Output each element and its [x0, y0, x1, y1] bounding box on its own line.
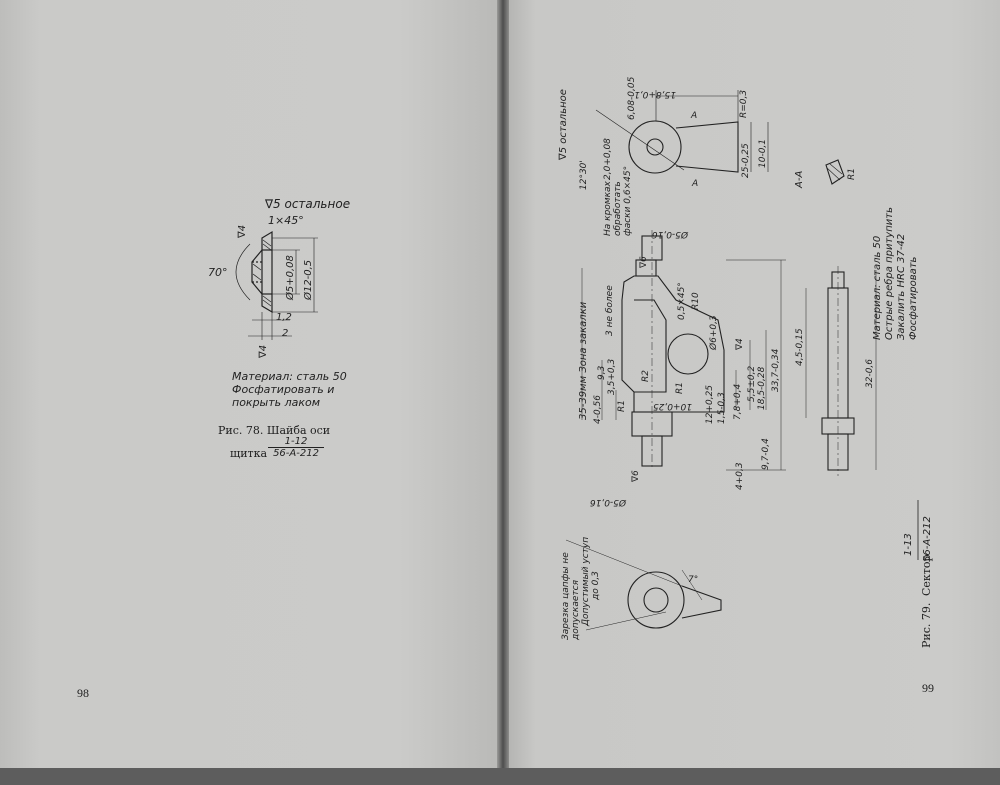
main-dim-8: 3,5+0,3 — [607, 359, 617, 395]
section-radius: R1 — [847, 168, 857, 180]
lever-dim-1: 6,08-0,05 — [627, 76, 637, 120]
main-dim-19: 10+0,25 — [653, 401, 692, 411]
main-dim-14: 5,5±0,2 — [747, 366, 757, 402]
page-number-left: 98 — [77, 686, 89, 700]
main-dim-11: R1 — [675, 382, 685, 394]
lever-dim-5: 2,0+0,08 — [603, 138, 613, 180]
section-label: А-А — [794, 171, 805, 189]
main-dim-13: 7,8+0,4 — [733, 384, 743, 420]
edge-note-1: обработать — [613, 181, 623, 236]
right-page: ∇5 остальное 15,8+0,1 6,08-0,05 R=0,3 25… — [506, 0, 1000, 770]
bottom-note-3: до 0,3 — [591, 571, 601, 601]
detail-circle — [627, 571, 685, 629]
book-gutter — [497, 0, 509, 775]
sector-body — [621, 230, 725, 470]
main-dim-6: 4-0,56 — [593, 395, 603, 424]
main-dim-3: R10 — [691, 292, 701, 310]
dim-1: 1,2 — [276, 312, 292, 323]
sector-drawing: ∇5 остальное 15,8+0,1 6,08-0,05 R=0,3 25… — [558, 76, 933, 648]
main-dim-12: Ø6+0,3 — [708, 315, 719, 351]
edge-note-2: фаски 0,6×45° — [623, 166, 633, 236]
section-shape — [825, 159, 845, 185]
figure-caption-79-label: Рис. 79. — [920, 603, 933, 648]
section-mark-top: А — [690, 111, 697, 121]
main-dim-4: 3 не более — [605, 285, 615, 336]
bottom-note-0: Зарезка цапфы не — [561, 552, 571, 640]
material-note-right-0: Материал: сталь 50 — [872, 236, 883, 340]
main-dim-7: 9,3 — [597, 365, 607, 380]
main-dim-18: 4+0,3 — [735, 462, 745, 490]
bottom-angle: 7° — [688, 575, 698, 585]
main-dim-16: 33,7-0,34 — [771, 348, 781, 392]
surface-note: ∇5 остальное — [264, 197, 350, 211]
main-dim-20: 12+0,25 — [705, 385, 715, 424]
angle-dim: 70° — [208, 266, 228, 279]
bottom-note-1: допускается — [571, 579, 581, 641]
lever-dim-4: 10-0,1 — [758, 139, 768, 168]
material-note-right-2: Закалить HRC 37-42 — [896, 234, 907, 340]
finish-mark: ∇4 — [237, 225, 248, 239]
inner-diameter: Ø5+0,08 — [284, 255, 296, 301]
main-dim-5: 35-39мм Зона закалки — [578, 301, 589, 420]
material-note-right-1: Острые ребра притупить — [883, 207, 895, 340]
figure-label: Рис. 78. — [218, 424, 264, 437]
left-page: ∇5 остальное 1×45° ∇4 — [0, 0, 500, 770]
washer-drawing: ∇5 остальное 1×45° ∇4 — [208, 197, 350, 359]
main-dim-22: ∇4 — [735, 338, 745, 351]
page-number-right: 99 — [922, 681, 934, 695]
main-dim-21: 1,5-0,3 — [717, 392, 727, 424]
figure-79-frac-top: 1-13 — [903, 533, 914, 556]
main-dim-23: ∇6 — [631, 470, 641, 483]
chamfer-dim: 1×45° — [268, 214, 304, 227]
figure-caption-79-title: Сектор — [920, 554, 933, 596]
main-dim-15: 18,5-0,28 — [757, 366, 767, 410]
main-dim-0: Ø5-0,16 — [652, 229, 689, 240]
figure-caption-78: Рис. 78. Шайба оси — [218, 424, 368, 437]
pin-dim-0: 4,5-0,15 — [795, 328, 805, 366]
figure-79-frac-bottom: 56-А-212 — [922, 516, 933, 562]
dim-2: 2 — [282, 328, 288, 339]
main-dim-10: R2 — [641, 370, 651, 382]
figure-fraction: 1-12 56-А-212 — [268, 436, 324, 459]
lever-dim-3: 25-0,25 — [741, 143, 751, 178]
main-dim-2: 0,5×45° — [677, 282, 687, 320]
lever-dim-0: 15,8+0,1 — [634, 89, 676, 99]
edge-note-0: На кромках — [603, 180, 613, 236]
pin-body — [805, 266, 877, 476]
figure-title: Шайба оси — [266, 424, 331, 437]
figure-caption-line2: щитка — [230, 447, 268, 460]
lever-circle — [628, 120, 682, 174]
outer-diameter: Ø12-0,5 — [302, 260, 314, 301]
section-mark-bottom: А — [691, 179, 698, 189]
finish-mark-bottom: ∇4 — [258, 345, 269, 359]
bottom-note-2: Допустимый уступ — [581, 537, 591, 627]
main-dim-17: 9,7-0,4 — [761, 438, 771, 470]
main-dim-24: Ø5-0,16 — [590, 497, 627, 508]
material-note: Материал: сталь 50 Фосфатировать и покры… — [232, 370, 347, 409]
washer-body — [235, 230, 318, 340]
lever-dim-6: 12°30' — [579, 160, 589, 190]
surface-note-right: ∇5 остальное — [558, 89, 569, 161]
pin-dim-1: 32-0,6 — [865, 359, 875, 388]
bottom-edge — [0, 768, 1000, 785]
lever-dim-2: R=0,3 — [739, 90, 749, 118]
main-dim-9: R1 — [617, 400, 627, 412]
material-note-right-3: Фосфатировать — [908, 256, 919, 340]
main-dim-1: ∇6 — [639, 256, 649, 269]
